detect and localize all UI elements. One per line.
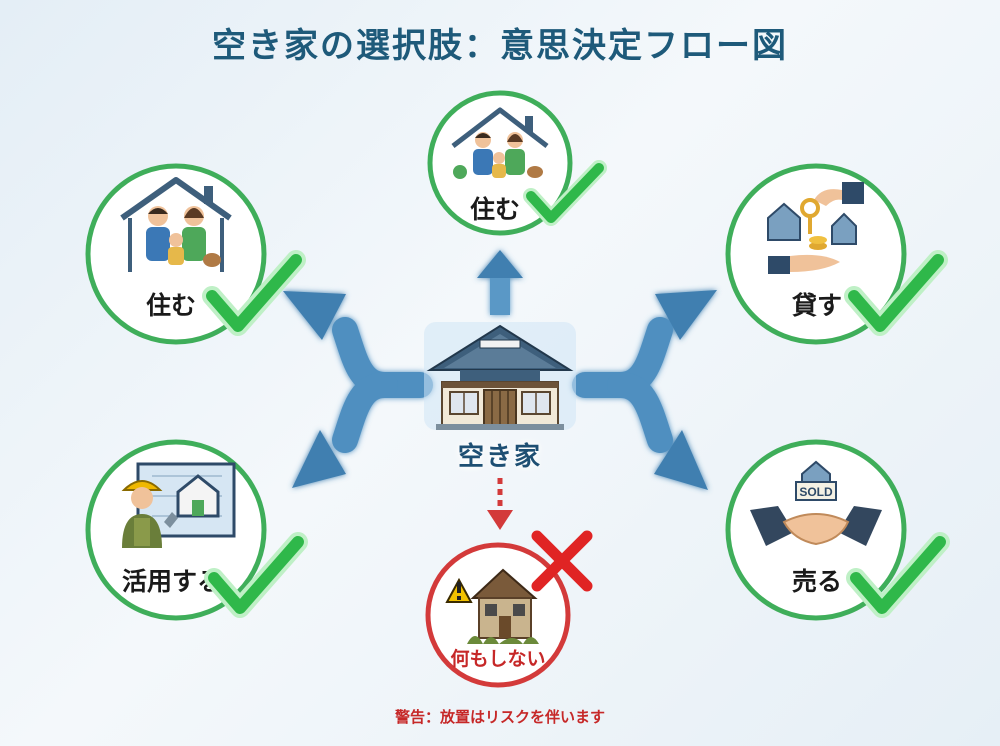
checkmark-icon: [844, 250, 948, 336]
abandoned-house-icon: [467, 568, 539, 644]
option-sell: SOLD 売る: [722, 436, 950, 624]
arrow-right-branch: [572, 290, 717, 490]
center-label: 空き家: [457, 442, 542, 472]
risk-warning: 警告：放置はリスクを伴います: [394, 708, 605, 726]
handshake-icon: SOLD: [750, 460, 882, 546]
checkmark-icon: [523, 160, 607, 226]
option-live-top: 住む: [425, 88, 607, 238]
option-label: 住む: [469, 195, 520, 224]
checkmark-icon: [202, 250, 306, 336]
option-live-left: 住む: [82, 160, 306, 348]
japanese-house-icon: [424, 322, 576, 430]
arrow-left-branch: [283, 291, 433, 488]
page-title: 空き家の選択肢：意思決定フロー図: [212, 26, 788, 66]
sold-sign: [795, 481, 837, 501]
key-handover-icon: [767, 182, 864, 274]
option-label: 売る: [791, 567, 842, 596]
center-house-node: [420, 318, 580, 433]
arrow-top: [477, 250, 523, 315]
cross-icon: [531, 530, 593, 592]
option-label: 何もしない: [450, 648, 546, 670]
option-utilize: 活用する: [82, 436, 308, 624]
family-house-icon: [120, 177, 232, 272]
option-label: 貸す: [791, 291, 842, 320]
sold-sign-text: SOLD: [799, 485, 833, 499]
option-do-nothing: 何もしない: [423, 530, 593, 690]
warning-triangle-icon: [445, 577, 473, 603]
checkmark-icon: [204, 532, 308, 618]
arrow-down-dashed: [487, 478, 513, 530]
construction-worker-icon: [121, 462, 236, 548]
option-label: 住む: [145, 291, 196, 320]
checkmark-icon: [846, 532, 950, 618]
family-house-icon: [451, 107, 549, 179]
option-rent: 貸す: [722, 160, 948, 348]
